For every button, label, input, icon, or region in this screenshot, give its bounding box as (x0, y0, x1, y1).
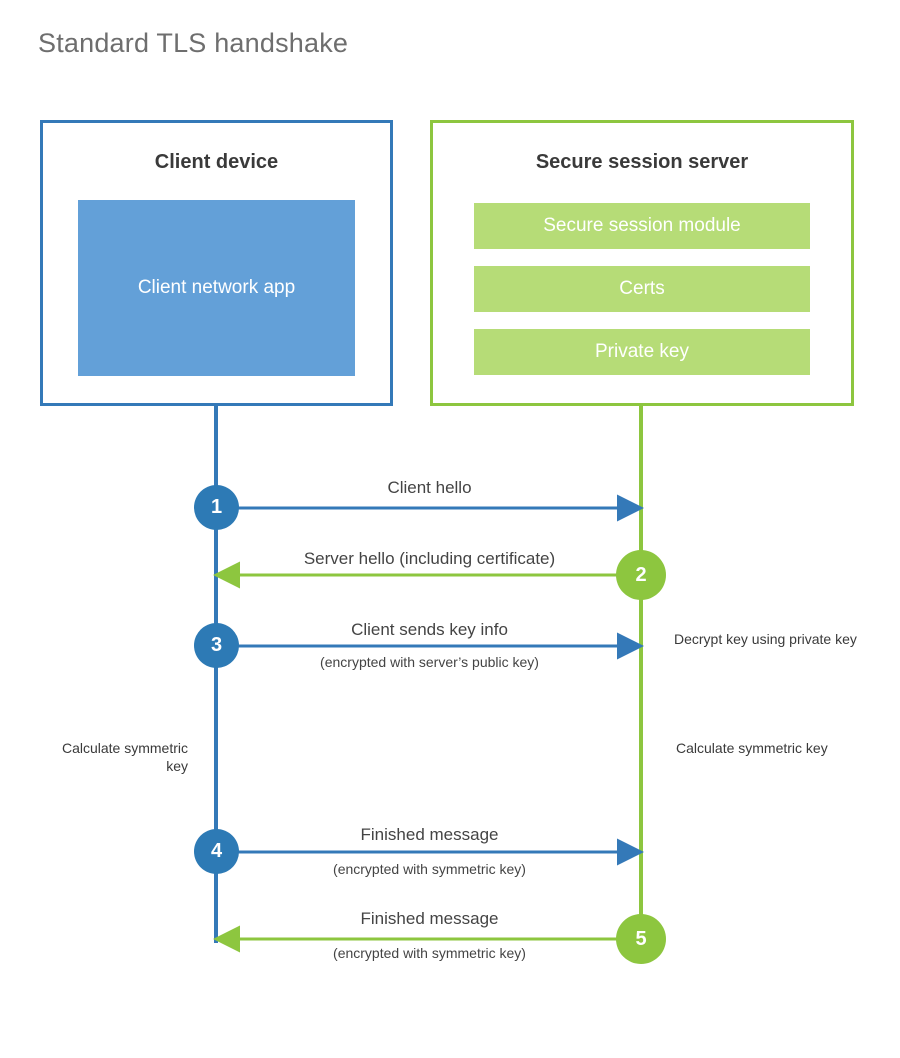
server-component-private-key: Private key (474, 329, 810, 375)
annotation-decrypt-key: Decrypt key using private key (674, 631, 857, 647)
message-secondary-step-4: (encrypted with symmetric key) (333, 861, 526, 877)
page-title: Standard TLS handshake (38, 28, 349, 58)
annotation-calculate-symmetric-key-server: Calculate symmetric key (676, 740, 828, 756)
message-label-step-5-primary: Finished message (222, 909, 637, 929)
step-marker-4[interactable]: 4 (194, 829, 239, 874)
message-primary-step-5: Finished message (360, 909, 499, 928)
message-label-step-4-primary: Finished message (222, 825, 637, 845)
annotation-calculate-symmetric-key-client: Calculate symmetric key (61, 740, 188, 775)
client-device-box: Client device Client network app (40, 120, 393, 406)
step-marker-2[interactable]: 2 (616, 550, 666, 600)
message-label-step-5-secondary: (encrypted with symmetric key) (222, 945, 637, 961)
client-lifeline (214, 403, 218, 943)
server-component-secure-session-module: Secure session module (474, 203, 810, 249)
message-label-step-2: Server hello (including certificate) (222, 549, 637, 569)
server-component-certs: Certs (474, 266, 810, 312)
step-marker-5[interactable]: 5 (616, 914, 666, 964)
message-primary-step-4: Finished message (360, 825, 499, 844)
message-primary-step-1: Client hello (387, 478, 472, 497)
server-lifeline (639, 403, 643, 915)
message-secondary-step-5: (encrypted with symmetric key) (333, 945, 526, 961)
step-marker-3[interactable]: 3 (194, 623, 239, 668)
message-label-step-1: Client hello (222, 478, 637, 498)
message-label-step-3-primary: Client sends key info (222, 620, 637, 640)
message-label-step-3-secondary: (encrypted with server’s public key) (222, 654, 637, 670)
step-marker-1[interactable]: 1 (194, 485, 239, 530)
message-secondary-step-3: (encrypted with server’s public key) (320, 654, 539, 670)
secure-session-server-box: Secure session server Secure session mod… (430, 120, 854, 406)
message-label-step-4-secondary: (encrypted with symmetric key) (222, 861, 637, 877)
client-device-title: Client device (154, 151, 279, 173)
client-network-app-block: Client network app (78, 200, 355, 376)
secure-session-server-title: Secure session server (535, 151, 749, 173)
message-primary-step-2: Server hello (including certificate) (303, 549, 556, 568)
message-primary-step-3: Client sends key info (351, 620, 508, 639)
